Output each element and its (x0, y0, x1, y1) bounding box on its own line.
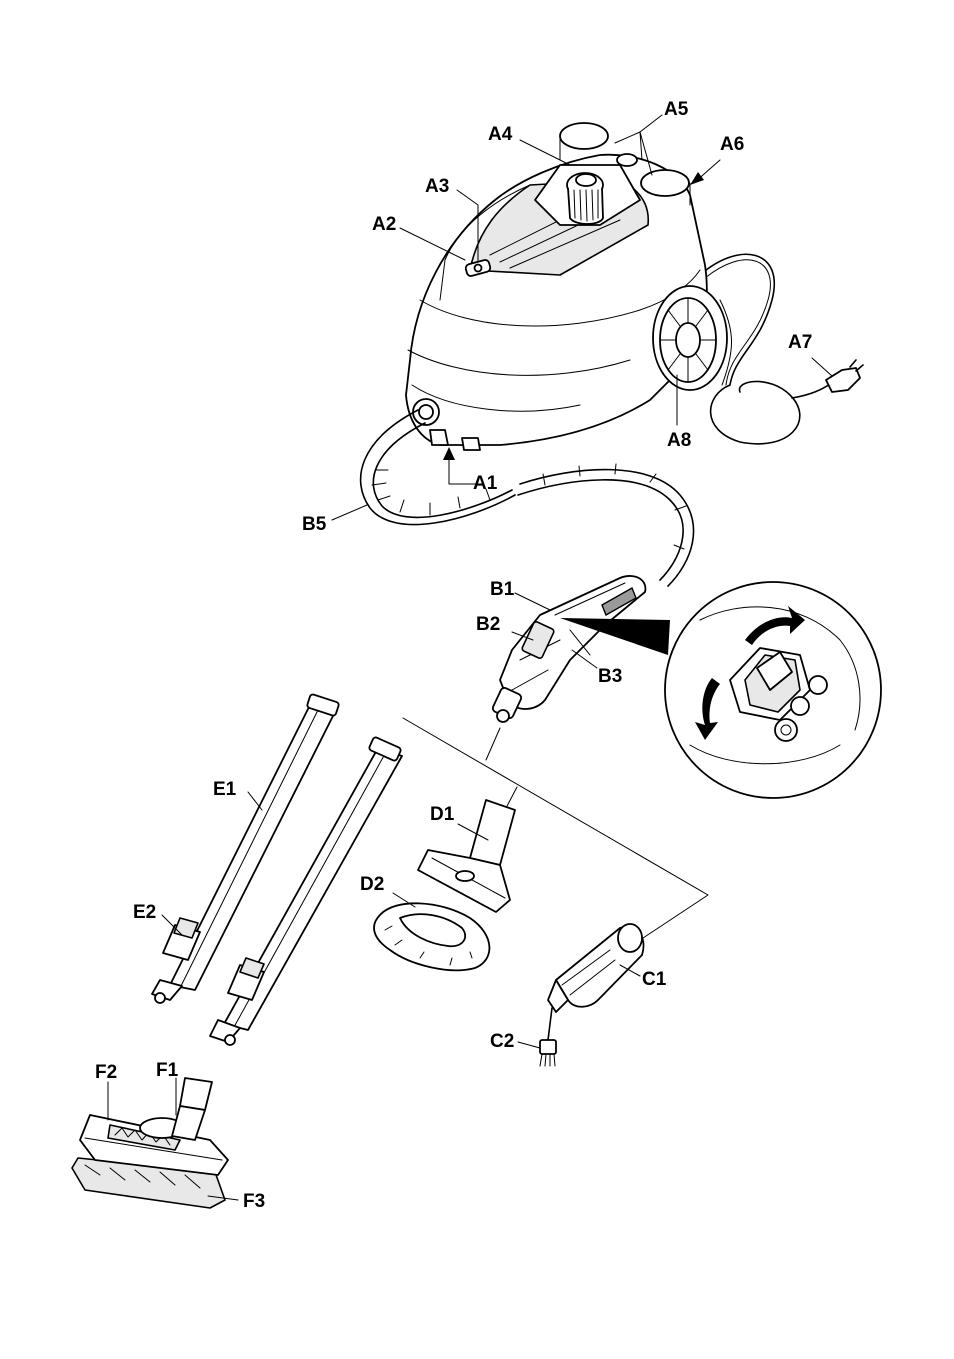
microfibre-cover (373, 902, 491, 972)
detail-nozzle (547, 923, 645, 1041)
label-C1: C1 (642, 969, 667, 990)
label-C2: C2 (490, 1031, 514, 1052)
label-F1: F1 (156, 1060, 179, 1081)
steam-gun (491, 575, 647, 723)
floor-nozzle (71, 1077, 229, 1209)
label-D2: D2 (360, 874, 384, 895)
label-E1: E1 (213, 779, 237, 800)
label-A1: A1 (473, 473, 498, 494)
label-A7: A7 (788, 332, 812, 353)
leader-lines (107, 114, 833, 1201)
safety-cap (534, 164, 641, 226)
label-F3: F3 (243, 1191, 265, 1212)
hand-nozzle (417, 799, 516, 913)
label-B5: B5 (302, 514, 327, 535)
zoom-pointer (560, 618, 670, 655)
label-B1: B1 (490, 579, 515, 600)
switch-detail-zoom (664, 581, 882, 799)
label-B3: B3 (598, 666, 622, 687)
label-A8: A8 (667, 430, 691, 451)
steam-hose (359, 409, 695, 587)
label-A2: A2 (372, 214, 396, 235)
extension-tube-1 (151, 693, 340, 1004)
label-A4: A4 (488, 124, 513, 145)
label-A6: A6 (720, 134, 744, 155)
base-unit (405, 122, 864, 451)
label-D1: D1 (430, 804, 455, 825)
labels: A1 A2 A3 A4 A5 A6 A7 A8 B1 B2 B3 B5 C1 C… (95, 99, 812, 1212)
power-plug (825, 359, 864, 393)
label-E2: E2 (133, 902, 156, 923)
label-A3: A3 (425, 176, 449, 197)
round-brush (539, 1039, 557, 1067)
accessory-bracket (402, 717, 709, 941)
label-B2: B2 (476, 614, 500, 635)
label-F2: F2 (95, 1062, 117, 1083)
wheel (652, 285, 732, 391)
label-A5: A5 (664, 99, 689, 120)
extension-tube-2 (209, 736, 403, 1046)
